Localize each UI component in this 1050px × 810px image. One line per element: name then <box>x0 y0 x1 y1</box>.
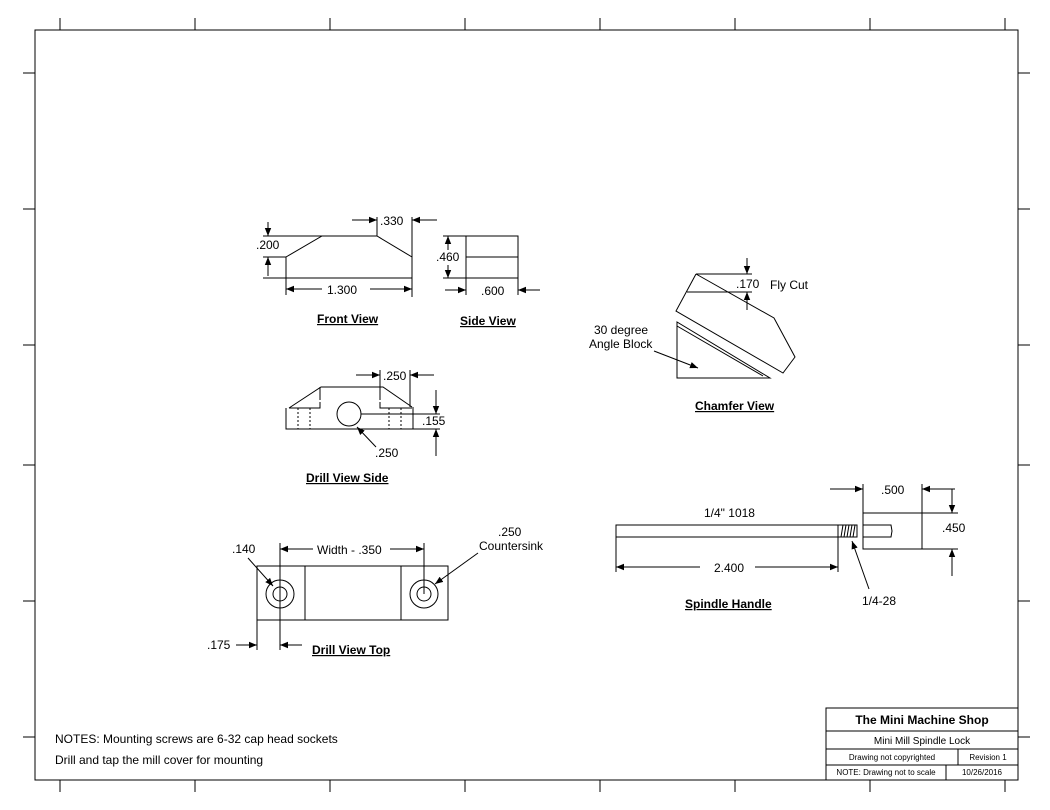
dim-countersink-size: .250 <box>498 525 522 539</box>
chamfer-view-label: Chamfer View <box>695 399 775 413</box>
drawing-title: Mini Mill Spindle Lock <box>874 736 971 747</box>
fly-cut-label: Fly Cut <box>770 278 809 292</box>
angle-block-label-1: 30 degree <box>594 323 648 337</box>
dim-handle-height: .450 <box>942 521 966 535</box>
spindle-handle: 1/4" 1018 2.400 1/4-28 .500 .450 Spindle… <box>615 483 966 611</box>
material-label: 1/4" 1018 <box>704 506 755 520</box>
dim-front-chamfer: .330 <box>380 214 404 228</box>
drill-view-side-label: Drill View Side <box>306 471 389 485</box>
note-line-2: Drill and tap the mill cover for mountin… <box>55 753 263 767</box>
dim-drill-side-top: .250 <box>383 369 407 383</box>
side-view: .460 .600 Side View <box>436 235 540 328</box>
front-view: .200 .330 1.300 Front View <box>256 214 437 326</box>
drill-view-side: .250 .155 .250 Drill View Side <box>285 369 446 485</box>
dim-front-length: 1.300 <box>327 283 357 297</box>
dim-drill-top-width: Width - .350 <box>317 543 382 557</box>
revision: Revision 1 <box>969 753 1007 762</box>
company-name: The Mini Machine Shop <box>855 713 988 727</box>
angle-block-label-2: Angle Block <box>589 337 653 351</box>
dim-handle-depth: .500 <box>881 483 905 497</box>
chamfer-view: .170 Fly Cut 30 degree Angle Block Chamf… <box>589 258 809 413</box>
drill-view-top: Width - .350 .140 .250 Countersink .175 … <box>207 525 544 657</box>
copyright-note: Drawing not copyrighted <box>849 753 935 762</box>
dim-countersink-label: Countersink <box>479 539 544 553</box>
dim-drill-side-height: .155 <box>422 414 446 428</box>
side-view-label: Side View <box>460 314 516 328</box>
drill-view-top-label: Drill View Top <box>312 643 390 657</box>
dim-front-height: .200 <box>256 238 280 252</box>
dim-fly-cut: .170 <box>736 277 760 291</box>
dim-handle-length: 2.400 <box>714 561 744 575</box>
front-view-label: Front View <box>317 312 379 326</box>
dim-side-width: .600 <box>481 284 505 298</box>
sheet-border <box>23 18 1030 792</box>
scale-note: NOTE: Drawing not to scale <box>836 768 936 777</box>
note-line-1: NOTES: Mounting screws are 6-32 cap head… <box>55 732 338 746</box>
dim-drill-side-hole: .250 <box>375 446 399 460</box>
dim-side-height: .460 <box>436 250 460 264</box>
notes: NOTES: Mounting screws are 6-32 cap head… <box>55 732 338 767</box>
title-block: The Mini Machine Shop Mini Mill Spindle … <box>825 707 1019 781</box>
thread-label: 1/4-28 <box>862 594 896 608</box>
dim-drill-top-hole: .140 <box>232 542 256 556</box>
spindle-handle-label: Spindle Handle <box>685 597 772 611</box>
dim-drill-top-edge: .175 <box>207 638 231 652</box>
drawing-date: 10/26/2016 <box>962 768 1003 777</box>
